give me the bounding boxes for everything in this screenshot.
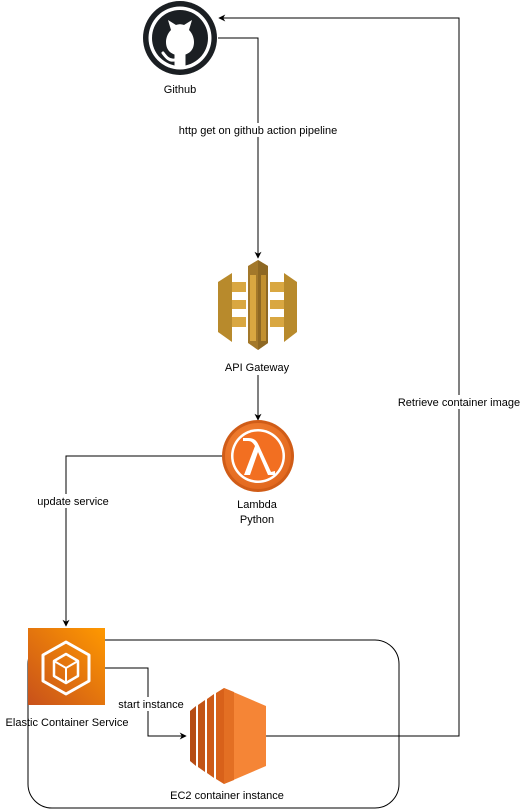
edge-label-ec2-to-github: Retrieve container image	[398, 397, 520, 409]
ecs-label: Elastic Container Service	[6, 717, 129, 729]
api-gateway-label: API Gateway	[225, 362, 290, 374]
lambda-node[interactable]: Lambda Python	[222, 420, 294, 526]
edge-lambda-to-ecs	[62, 455, 222, 627]
lambda-label-line1: Lambda	[237, 499, 278, 511]
ecs-icon	[28, 628, 105, 705]
api-gateway-node[interactable]: API Gateway	[218, 260, 297, 374]
api-gateway-icon	[218, 260, 297, 350]
lambda-icon	[222, 420, 294, 492]
edge-github-to-api-gateway	[218, 37, 262, 259]
ecs-node[interactable]: Elastic Container Service	[6, 628, 129, 729]
ec2-icon	[190, 688, 266, 784]
ec2-node[interactable]: EC2 container instance	[170, 688, 284, 802]
edge-label-lambda-to-ecs: update service	[37, 496, 109, 508]
edge-label-ecs-to-ec2: start instance	[118, 699, 183, 711]
lambda-label-line2: Python	[240, 514, 274, 526]
edge-label-github-to-api: http get on github action pipeline	[179, 125, 337, 137]
ecs-group-container	[27, 639, 400, 809]
github-label: Github	[164, 84, 196, 96]
github-icon	[143, 1, 217, 75]
ec2-label: EC2 container instance	[170, 790, 284, 802]
edge-ec2-to-github	[218, 14, 460, 737]
github-node[interactable]: Github	[143, 1, 217, 96]
